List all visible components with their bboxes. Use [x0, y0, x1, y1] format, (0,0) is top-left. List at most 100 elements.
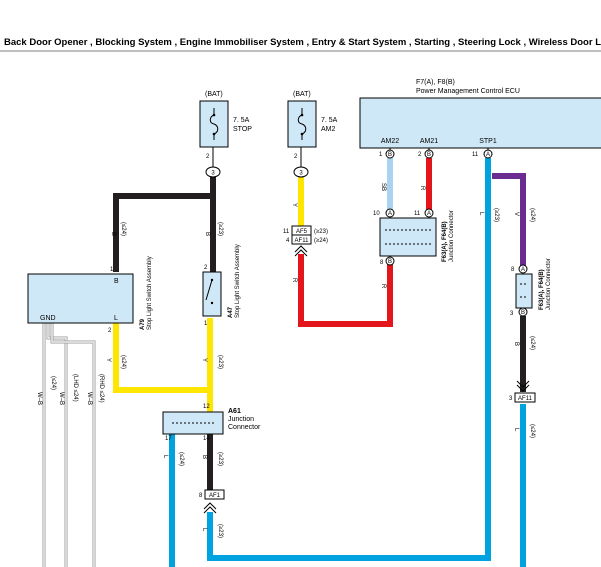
ecu-term-2-conn: B [427, 152, 431, 158]
lbl-y-2: Y [201, 358, 207, 362]
af11-pin: 4 [286, 238, 290, 244]
lbl-lt24-2: (≤24) [120, 355, 126, 369]
lbl-gt23-4: (≥23) [217, 452, 223, 466]
a47-name: Stop Light Switch Assembly [235, 244, 241, 318]
f63r-conn-top: A [521, 267, 525, 273]
ecu-term-11-conn: A [486, 152, 490, 158]
ecu-term-1: 1 [379, 152, 383, 158]
lbl-lt24-6: (≤24) [178, 452, 184, 466]
fuse-stop: (BAT) 7. 5A STOP 2 [199, 91, 252, 168]
fuse-stop-pin: 2 [206, 154, 210, 160]
lbl-lt24-1: (≤24) [120, 222, 126, 236]
lbl-lt24-4: (≤24) [529, 336, 535, 350]
lbl-b-4: B [201, 455, 207, 459]
stop-light-switch-a47: 2 1 A47 Stop Light Switch Assembly [202, 244, 241, 327]
lbl-lt24-3: (≤24) [529, 208, 535, 222]
ground-wires [42, 323, 96, 567]
lbl-l-2: L [513, 428, 519, 432]
lbl-b-3: B [513, 342, 519, 346]
yellow-wires [113, 176, 304, 412]
f63r-pin-bottom: 3 [510, 311, 514, 317]
fuse-stop-name: STOP [233, 126, 252, 133]
af1-pin: 8 [199, 493, 203, 499]
a61-pin-17: 17 [165, 436, 172, 442]
black-wires [113, 162, 526, 494]
f63-conn-11: A [427, 211, 431, 217]
diagram-title: Back Door Opener , Blocking System , Eng… [4, 37, 601, 48]
junction-connector-f63-center: 10 A 11 A 8 B F63(A), F64(B) Junction Co… [373, 208, 455, 266]
af1-name: AF1 [209, 493, 221, 499]
power-management-ecu: F7(A), F8(B) Power Management Control EC… [359, 79, 601, 158]
lbl-l-3: L [162, 455, 168, 459]
lbl-r-1: R [291, 278, 297, 283]
a79-pin-b: B [114, 278, 119, 285]
lbl-sb: SB [380, 183, 386, 191]
ecu-pin-am22: AM22 [381, 138, 399, 145]
connector-af11-right: 3 AF11 [509, 380, 536, 403]
ecu-name: Power Management Control ECU [416, 88, 520, 95]
lbl-y-3: Y [291, 203, 297, 207]
fuse-am2-rating: 7. 5A [321, 117, 338, 124]
node-stop-label: 3 [211, 171, 215, 177]
a47-num-top: 2 [204, 265, 208, 271]
node-stop: 3 [205, 166, 221, 178]
f63-conn-8: B [388, 259, 392, 265]
a79-pin-gnd: GND [40, 315, 56, 322]
lbl-lt24-7: (≤24) [50, 376, 56, 390]
f63r-ref: F63(A), F64(B) [539, 269, 545, 310]
f63-pin-10: 10 [373, 211, 380, 217]
lbl-gt23-1: (≥23) [217, 222, 223, 236]
fuse-am2-source: (BAT) [293, 91, 311, 98]
fuse-am2-pin: 2 [294, 154, 298, 160]
lbl-r-2: R [380, 284, 386, 289]
af5-pin: 11 [283, 229, 290, 235]
f63-ref: F63(A), F64(B) [442, 221, 448, 262]
ecu-term-1-conn: B [388, 152, 392, 158]
lbl-lt24-5: (≤24) [529, 424, 535, 438]
node-am2: 3 [293, 166, 309, 178]
lbl-rhd24: (RHD ≤24) [98, 374, 104, 403]
lbl-gt23-5: (≥23) [217, 524, 223, 538]
a61-name-1: Junction [228, 416, 254, 423]
lbl-lhd24: (LHD ≤24) [72, 374, 78, 402]
lbl-wb-1: W–B [36, 392, 42, 405]
stop-light-switch-a79: 1 B L GND 2 A79 Stop Light Switch Assemb… [27, 256, 153, 334]
lbl-gt23-3: (≥23) [493, 208, 499, 222]
a79-num-l: 2 [108, 328, 112, 334]
f63-name: Junction Connector [449, 210, 455, 262]
lbl-r-3: R [419, 186, 425, 191]
fuse-stop-rating: 7. 5A [233, 117, 250, 124]
af5-name: AF5 [296, 229, 308, 235]
a61-pin-12: 12 [203, 404, 210, 410]
lbl-l-4: L [201, 528, 207, 532]
wire-labels: B (≤24) B (≥23) Y (≤24) Y (≥23) Y R R SB… [36, 183, 535, 538]
f63-pin-11: 11 [414, 211, 421, 217]
lbl-wb-2: W–B [58, 392, 64, 405]
lbl-b-1: B [110, 232, 116, 236]
blue-wires [169, 158, 526, 567]
f63-pin-8: 8 [380, 260, 384, 266]
fuse-am2: (BAT) 7. 5A AM2 2 [287, 91, 338, 168]
violet-wire [492, 173, 526, 272]
lbl-v: V [513, 212, 519, 216]
a79-pin-l: L [114, 315, 118, 322]
ecu-pin-am21: AM21 [420, 138, 438, 145]
ecu-ref: F7(A), F8(B) [416, 79, 455, 86]
ecu-terminals: 1 B 2 B 11 A [379, 149, 493, 159]
connector-af1: 8 AF1 [199, 489, 225, 514]
af11r-name: AF11 [518, 396, 533, 402]
fuse-am2-name: AM2 [321, 126, 336, 133]
ecu-term-2: 2 [418, 152, 422, 158]
ecu-term-11: 11 [472, 152, 479, 158]
lbl-gt23-2: (≥23) [217, 355, 223, 369]
a47-ref: A47 [228, 306, 234, 318]
f63r-name: Junction Connector [546, 258, 552, 310]
af5-note: (≥23) [314, 229, 328, 235]
junction-connector-a61: 12 17 14 A61 Junction Connector [162, 404, 261, 442]
lbl-b-2: B [204, 232, 210, 236]
f63r-pin-top: 8 [511, 267, 515, 273]
af11-name: AF11 [295, 238, 310, 244]
lbl-wb-3: W–B [86, 392, 92, 405]
a79-ref: A79 [140, 318, 146, 330]
